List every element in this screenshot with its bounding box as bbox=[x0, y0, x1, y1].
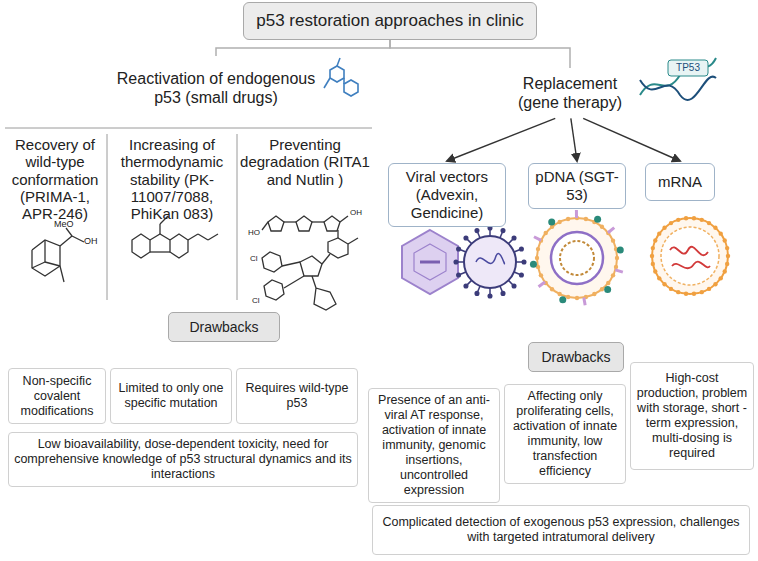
node-text: Replacement (gene therapy) bbox=[505, 74, 635, 112]
drawbacks-box: Drawbacks bbox=[168, 312, 280, 342]
connector bbox=[571, 118, 577, 161]
atom-label: Cl bbox=[250, 254, 264, 263]
column-heading: Preventing degradation (RITA1 and Nutlin… bbox=[240, 136, 370, 188]
pdna-nanoparticle bbox=[530, 210, 624, 305]
atom-label: OH bbox=[350, 208, 366, 217]
node-text: Presence of an anti-viral AT response, a… bbox=[374, 393, 494, 498]
column-heading: Recovery of wild-type conformation (PRIM… bbox=[4, 136, 106, 222]
column-heading: Increasing of thermodynamic stability (P… bbox=[110, 136, 234, 222]
method-box: Viral vectors (Advexin, Gendicine) bbox=[388, 163, 506, 227]
drawback-box: Limited to only one specific mutation bbox=[110, 368, 232, 424]
prima1-structure bbox=[32, 228, 84, 282]
node-text: Limited to only one specific mutation bbox=[116, 381, 226, 411]
atom-label: Cl bbox=[252, 296, 266, 305]
drawback-box: Low bioavailability, dose-dependent toxi… bbox=[8, 432, 358, 487]
viral-vector-illustration bbox=[402, 226, 526, 298]
node-text: Viral vectors (Advexin, Gendicine) bbox=[394, 168, 500, 222]
node-text: High-cost production, problem with stora… bbox=[636, 371, 748, 461]
atom-label: MeO bbox=[54, 219, 84, 229]
method-box: mRNA bbox=[645, 163, 715, 201]
molecule-icon bbox=[324, 58, 358, 96]
node-text: Drawbacks bbox=[541, 349, 610, 366]
branch-heading: Replacement (gene therapy) bbox=[500, 70, 640, 116]
node-text: Complicated detection of exogenous p53 e… bbox=[378, 515, 744, 545]
node-text: Requires wild-type p53 bbox=[242, 381, 352, 411]
atom-label: HO bbox=[248, 228, 264, 237]
drawback-box: Non-specific covalent modifications bbox=[8, 368, 106, 424]
branch-heading: Reactivation of endogenous p53 (small dr… bbox=[110, 58, 322, 118]
nutlin-structure bbox=[262, 230, 358, 310]
connector bbox=[390, 40, 570, 68]
drawback-box: High-cost production, problem with stora… bbox=[630, 362, 754, 470]
title-box: p53 restoration approaches in clinic bbox=[243, 2, 537, 40]
dna-icon bbox=[640, 58, 716, 100]
separator-lines bbox=[5, 128, 372, 300]
node-text: Reactivation of endogenous p53 (small dr… bbox=[115, 69, 317, 107]
node-text: Affecting only proliferating cells, acti… bbox=[510, 389, 620, 479]
mrna-nanoparticle bbox=[650, 216, 730, 296]
node-text: Low bioavailability, dose-dependent toxi… bbox=[14, 437, 352, 482]
method-box: pDNA (SGT-53) bbox=[528, 163, 626, 209]
connector bbox=[216, 40, 390, 56]
drawback-box: Requires wild-type p53 bbox=[236, 368, 358, 424]
node-text: p53 restoration approaches in clinic bbox=[256, 11, 523, 31]
node-text: Non-specific covalent modifications bbox=[14, 374, 100, 419]
node-text: Drawbacks bbox=[189, 319, 258, 336]
carbazole-structure bbox=[132, 216, 218, 258]
connector bbox=[583, 118, 680, 161]
atom-label: OH bbox=[84, 236, 104, 246]
connector bbox=[447, 118, 555, 161]
rita-structure bbox=[262, 216, 348, 231]
drawbacks-box: Drawbacks bbox=[528, 342, 624, 372]
node-text: mRNA bbox=[658, 173, 702, 191]
drawback-box: Presence of an anti-viral AT response, a… bbox=[368, 388, 500, 503]
gene-tag: TP53 bbox=[670, 62, 706, 74]
drawback-box: Complicated detection of exogenous p53 e… bbox=[372, 505, 750, 555]
node-text: pDNA (SGT-53) bbox=[534, 168, 620, 204]
drawback-box: Affecting only proliferating cells, acti… bbox=[504, 384, 626, 484]
